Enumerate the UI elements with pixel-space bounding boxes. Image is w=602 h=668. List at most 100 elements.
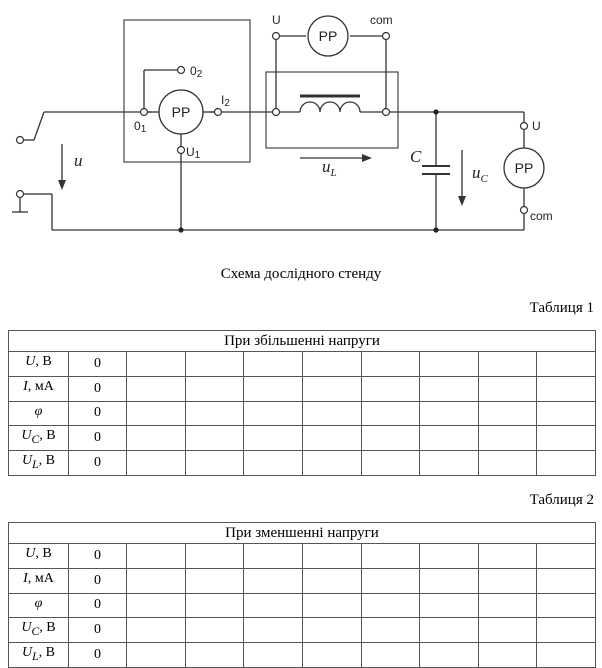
row-symbol: φ [34, 403, 43, 419]
table-cell: 0 [68, 617, 127, 644]
table-1-label: Таблиця 1 [529, 300, 594, 316]
meter-1-label: PP [172, 104, 191, 120]
row-subscript: L [32, 457, 39, 471]
row-symbol: I [23, 570, 28, 586]
pin-i2: I2 [221, 93, 230, 109]
capacitor-voltage-label: uC [472, 163, 489, 185]
empty-cell [126, 617, 186, 644]
row-symbol: U [25, 546, 36, 561]
table-header-row: При зменшенні напруги [8, 522, 596, 544]
row-symbol: U [22, 645, 33, 661]
empty-cell [184, 617, 245, 644]
table-cell: 0 [68, 375, 127, 402]
empty-cell [360, 543, 421, 569]
empty-cell [477, 425, 538, 452]
empty-cell [301, 642, 362, 668]
pin-u-top: U [272, 13, 281, 27]
empty-cell [184, 567, 245, 594]
empty-cell [184, 592, 245, 619]
empty-cell [184, 375, 245, 402]
pin-u-right: U [532, 119, 541, 133]
empty-cell [360, 450, 421, 476]
row-label: I, мА [8, 375, 69, 402]
row-symbol: U [21, 620, 32, 636]
row-label: UC, В [8, 425, 69, 452]
input-voltage-label: u [74, 151, 83, 170]
schematic-caption: Схема дослідного стенду [220, 266, 382, 282]
table-cell: 0 [68, 592, 127, 619]
empty-cell [536, 425, 596, 452]
empty-cell [126, 351, 186, 377]
empty-cell [477, 617, 538, 644]
row-unit: , В [38, 453, 55, 469]
table-header-row: При збільшенні напруги [8, 330, 596, 352]
empty-cell [360, 567, 421, 594]
empty-cell [419, 375, 479, 402]
empty-cell [301, 617, 362, 644]
empty-cell [536, 567, 596, 594]
empty-cell [243, 351, 303, 377]
row-subscript: C [31, 433, 40, 447]
empty-cell [419, 617, 479, 644]
row-unit: , В [35, 546, 52, 561]
empty-cell [301, 400, 362, 427]
empty-cell [536, 592, 596, 619]
empty-cell [301, 425, 362, 452]
empty-cell [184, 543, 245, 569]
table-cell: 0 [68, 400, 127, 427]
empty-cell [419, 351, 479, 377]
empty-cell [477, 642, 538, 668]
empty-cell [360, 351, 421, 377]
empty-cell [126, 425, 186, 452]
empty-cell [360, 592, 421, 619]
empty-cell [536, 375, 596, 402]
empty-cell [126, 642, 186, 668]
empty-cell [126, 543, 186, 569]
empty-cell [419, 450, 479, 476]
empty-cell [536, 617, 596, 644]
empty-cell [243, 425, 303, 452]
empty-cell [360, 642, 421, 668]
empty-cell [360, 400, 421, 427]
empty-cell [536, 543, 596, 569]
meter-3-label: PP [515, 160, 534, 176]
row-unit: , мА [27, 378, 54, 394]
row-label: I, мА [8, 567, 69, 594]
empty-cell [301, 450, 362, 476]
empty-cell [360, 425, 421, 452]
empty-cell [477, 543, 538, 569]
table-cell: 0 [68, 642, 127, 668]
empty-cell [184, 450, 245, 476]
table-cell: 0 [68, 425, 127, 452]
row-label: UL, В [8, 450, 69, 476]
empty-cell [419, 592, 479, 619]
meter-2-label: PP [319, 28, 338, 44]
table-cell: 0 [68, 543, 127, 569]
row-symbol: I [23, 378, 28, 394]
pin-o1: 01 [134, 119, 147, 135]
empty-cell [419, 642, 479, 668]
empty-cell [360, 617, 421, 644]
pin-u1: U1 [186, 145, 201, 161]
row-label: U, В [8, 543, 69, 569]
empty-cell [477, 592, 538, 619]
empty-cell [126, 450, 186, 476]
empty-cell [126, 375, 186, 402]
empty-cell [184, 400, 245, 427]
empty-cell [184, 642, 245, 668]
pin-com-top: com [370, 13, 393, 27]
empty-cell [243, 400, 303, 427]
empty-cell [243, 567, 303, 594]
row-symbol: U [25, 354, 36, 369]
empty-cell [419, 543, 479, 569]
empty-cell [126, 567, 186, 594]
row-label: φ [8, 592, 69, 619]
empty-cell [243, 592, 303, 619]
empty-cell [536, 351, 596, 377]
